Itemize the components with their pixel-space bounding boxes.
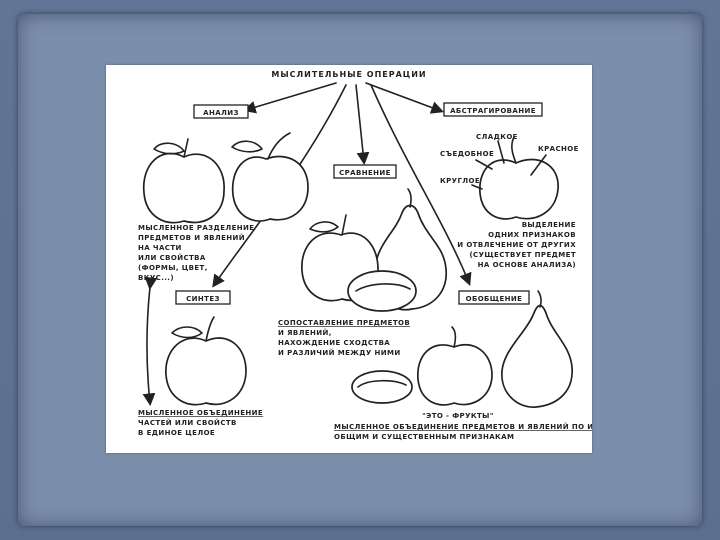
apple-icon <box>417 326 493 406</box>
label-sweet: СЛАДКОЕ <box>476 133 518 141</box>
abstraction-line: И ОТВЛЕЧЕНИЕ ОТ ДРУГИХ <box>457 241 576 249</box>
analysis-line: ПРЕДМЕТОВ И ЯВЛЕНИЙ <box>138 233 245 242</box>
synthesis-line: ЧАСТЕЙ ИЛИ СВОЙСТВ <box>138 418 237 427</box>
synthesis-line: В ЕДИНОЕ ЦЕЛОЕ <box>138 429 215 437</box>
apple-icon <box>479 136 559 220</box>
comparison-line: И ЯВЛЕНИЙ, <box>278 328 332 337</box>
node-synthesis: СИНТЕЗ <box>175 290 231 305</box>
label-red: КРАСНОЕ <box>538 145 579 153</box>
abstraction-description: ВЫДЕЛЕНИЕ ОДНИХ ПРИЗНАКОВ И ОТВЛЕЧЕНИЕ О… <box>457 221 576 269</box>
label-edible: СЪЕДОБНОЕ <box>440 150 494 158</box>
abstraction-labels: СЛАДКОЕ КРАСНОЕ СЪЕДОБНОЕ КРУГЛОЕ <box>440 133 579 190</box>
comparison-line: НАХОЖДЕНИЕ СХОДСТВА <box>278 339 390 347</box>
node-abstraction-label: АБСТРАГИРОВАНИЕ <box>450 107 536 115</box>
diagram-figure: МЫСЛИТЕЛЬНЫЕ ОПЕРАЦИИ АНАЛИЗ АБСТРАГИРОВ… <box>106 65 592 453</box>
pear-icon <box>501 290 573 408</box>
diagram-title: МЫСЛИТЕЛЬНЫЕ ОПЕРАЦИИ <box>271 70 426 79</box>
plum-icon <box>351 370 413 404</box>
node-analysis-label: АНАЛИЗ <box>203 109 239 117</box>
fruits-quote: "ЭТО - ФРУКТЫ" <box>422 412 494 420</box>
comparison-line: И РАЗЛИЧИЙ МЕЖДУ НИМИ <box>278 348 401 357</box>
apple-icon <box>165 316 247 406</box>
node-abstraction: АБСТРАГИРОВАНИЕ <box>443 102 543 117</box>
node-analysis: АНАЛИЗ <box>193 104 249 119</box>
node-comparison-label: СРАВНЕНИЕ <box>339 169 391 177</box>
label-round: КРУГЛОЕ <box>440 177 480 185</box>
node-synthesis-label: СИНТЕЗ <box>186 295 220 303</box>
abstraction-line: НА ОСНОВЕ АНАЛИЗА) <box>478 261 576 269</box>
node-comparison: СРАВНЕНИЕ <box>333 164 397 179</box>
generalization-line: МЫСЛЕННОЕ ОБЪЕДИНЕНИЕ ПРЕДМЕТОВ И ЯВЛЕНИ… <box>334 422 592 431</box>
synthesis-line: МЫСЛЕННОЕ ОБЪЕДИНЕНИЕ <box>138 409 263 417</box>
plum-icon <box>347 270 417 312</box>
analysis-synthesis-arrow <box>142 276 158 407</box>
abstraction-line: (СУЩЕСТВУЕТ ПРЕДМЕТ <box>469 251 576 259</box>
thinking-operations-diagram: МЫСЛИТЕЛЬНЫЕ ОПЕРАЦИИ АНАЛИЗ АБСТРАГИРОВ… <box>138 70 592 441</box>
analysis-line: (ФОРМЫ, ЦВЕТ, <box>138 264 208 272</box>
synthesis-description: МЫСЛЕННОЕ ОБЪЕДИНЕНИЕ ЧАСТЕЙ ИЛИ СВОЙСТВ… <box>138 409 263 437</box>
analysis-line: НА ЧАСТИ <box>138 244 182 252</box>
comparison-description: СОПОСТАВЛЕНИЕ ПРЕДМЕТОВ И ЯВЛЕНИЙ, НАХОЖ… <box>278 319 410 357</box>
analysis-line: МЫСЛЕННОЕ РАЗДЕЛЕНИЕ <box>138 224 254 232</box>
analysis-line: ИЛИ СВОЙСТВА <box>138 253 206 262</box>
generalization-description: МЫСЛЕННОЕ ОБЪЕДИНЕНИЕ ПРЕДМЕТОВ И ЯВЛЕНИ… <box>334 422 592 441</box>
node-generalization-label: ОБОБЩЕНИЕ <box>466 295 523 303</box>
apple-icon <box>142 138 225 224</box>
analysis-line: ВКУС...) <box>138 274 174 282</box>
apple-icon <box>231 132 309 222</box>
comparison-line: СОПОСТАВЛЕНИЕ ПРЕДМЕТОВ <box>278 319 410 327</box>
abstraction-line: ВЫДЕЛЕНИЕ <box>522 221 576 229</box>
abstraction-line: ОДНИХ ПРИЗНАКОВ <box>488 231 576 239</box>
generalization-line: ОБЩИМ И СУЩЕСТВЕННЫМ ПРИЗНАКАМ <box>334 433 514 441</box>
node-generalization: ОБОБЩЕНИЕ <box>458 290 530 305</box>
